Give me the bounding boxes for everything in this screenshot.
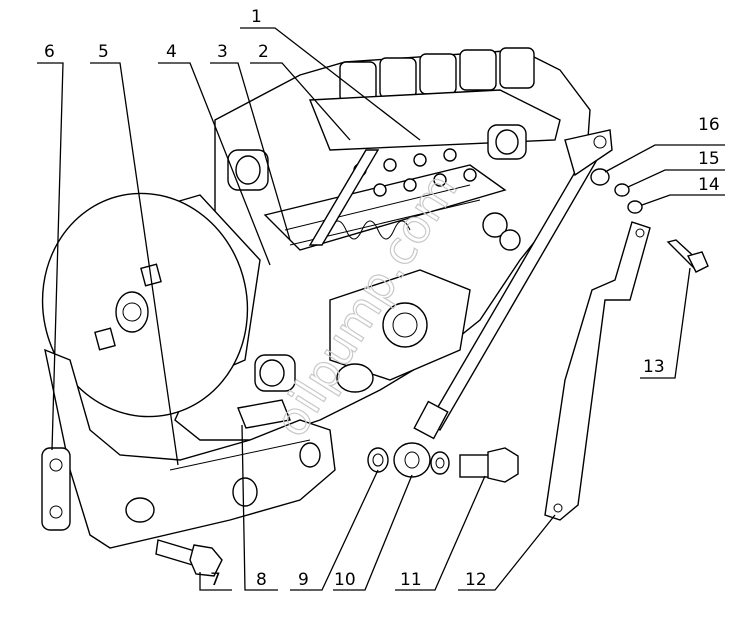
injection-pump-body bbox=[174, 47, 591, 441]
callout-8: 8 bbox=[256, 570, 267, 590]
callout-5: 5 bbox=[98, 42, 109, 62]
banjo-fittings bbox=[227, 124, 527, 392]
washer-15 bbox=[614, 183, 630, 197]
callout-9: 9 bbox=[298, 570, 309, 590]
callout-1: 1 bbox=[251, 7, 262, 27]
washer-11 bbox=[430, 451, 450, 475]
callout-6: 6 bbox=[44, 42, 55, 62]
callout-14: 14 bbox=[698, 175, 720, 195]
callout-labels: 1 2 3 4 5 6 7 8 9 10 11 12 13 14 15 16 bbox=[44, 7, 720, 590]
bolt-11 bbox=[459, 447, 519, 483]
callout-15: 15 bbox=[698, 149, 720, 169]
callout-3: 3 bbox=[217, 42, 228, 62]
callout-13: 13 bbox=[643, 357, 665, 377]
nut-16 bbox=[590, 168, 610, 186]
washer-9 bbox=[367, 447, 389, 473]
control-rod-assembly bbox=[413, 129, 613, 440]
ball-joint-10 bbox=[393, 442, 431, 478]
nut-14 bbox=[627, 200, 643, 214]
bracket-plate-left bbox=[41, 447, 71, 531]
callout-12: 12 bbox=[465, 570, 487, 590]
leader-lines bbox=[37, 27, 725, 591]
callout-7: 7 bbox=[210, 570, 221, 590]
callout-10: 10 bbox=[334, 570, 356, 590]
mounting-bracket bbox=[44, 348, 336, 549]
link-bar-12 bbox=[544, 221, 651, 521]
callout-11: 11 bbox=[400, 570, 422, 590]
gasket bbox=[237, 399, 291, 429]
bolt-13 bbox=[666, 239, 709, 273]
callout-2: 2 bbox=[258, 42, 269, 62]
callout-4: 4 bbox=[166, 42, 177, 62]
callout-16: 16 bbox=[698, 115, 720, 135]
bolt-7 bbox=[155, 539, 223, 577]
drive-coupling bbox=[41, 192, 261, 418]
